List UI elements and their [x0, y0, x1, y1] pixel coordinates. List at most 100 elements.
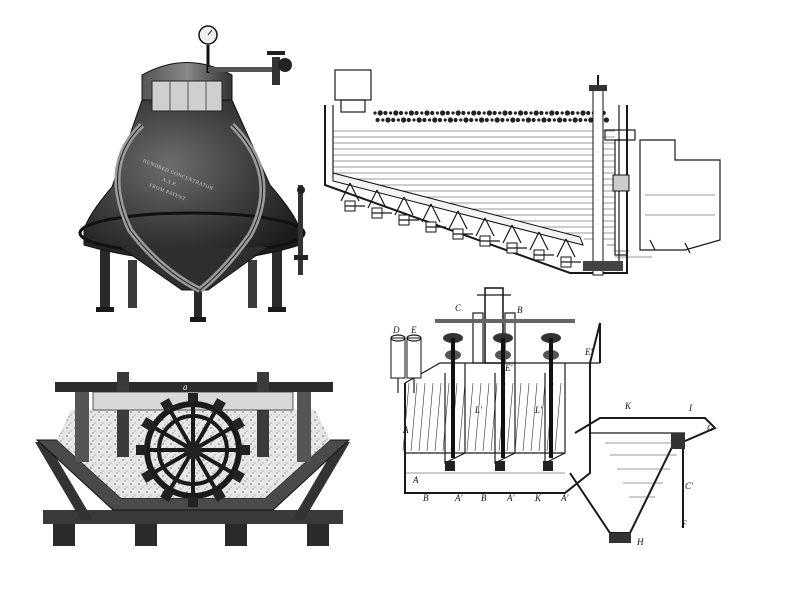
froth-bubble: [479, 117, 485, 123]
froth-bubble: [391, 117, 396, 123]
froth-bubble: [471, 110, 477, 116]
froth-bubble: [560, 111, 564, 115]
froth-bubble: [549, 110, 555, 116]
tank-hatch-line: [506, 382, 514, 452]
froth-bubble: [500, 117, 505, 123]
froth-bubble: [508, 110, 513, 116]
tank-hatch-line: [530, 382, 538, 452]
froth-bubble: [547, 117, 552, 123]
patent-label: A': [454, 493, 463, 503]
tank-hatch-line: [554, 382, 562, 452]
agitation-tank: [404, 322, 601, 494]
wheel-spoke: [152, 425, 188, 448]
froth-bubble: [440, 110, 446, 116]
froth-bubble: [385, 117, 391, 123]
froth-bubble: [515, 117, 521, 123]
froth-bubble: [482, 111, 486, 115]
tank-hatch-line: [418, 382, 426, 452]
froth-bubble: [523, 110, 528, 116]
froth-bubble: [603, 117, 609, 123]
spigot-arm: [529, 231, 549, 251]
concentrator-sight-glass: [151, 80, 223, 112]
paddle-label-a: a: [183, 382, 188, 392]
froth-bubble: [408, 110, 414, 116]
overflow-column: [589, 75, 636, 276]
froth-bubble: [430, 110, 435, 116]
patent-label: A': [506, 493, 515, 503]
froth-bubble: [539, 110, 544, 116]
concentrator-legs: [96, 250, 286, 322]
patent-label: K: [534, 493, 542, 503]
wheel-paddle: [188, 393, 198, 403]
froth-bubble: [453, 117, 458, 123]
froth-bubble: [557, 117, 563, 123]
spigot-arm: [340, 182, 360, 202]
froth-bubble: [486, 110, 492, 116]
wheel-paddle: [160, 488, 174, 502]
spigot-arm: [475, 217, 495, 237]
wheel-paddle: [231, 469, 245, 483]
froth-bubble: [568, 118, 572, 122]
tank-hatch-line: [538, 382, 546, 452]
wheel-spoke: [152, 452, 188, 475]
wheel-spoke: [198, 425, 234, 448]
patent-label: C: [455, 303, 462, 313]
froth-bubble: [437, 117, 443, 123]
pressure-gauge: [198, 25, 218, 73]
froth-bubble: [445, 110, 450, 116]
spigot-arm: [556, 238, 576, 258]
tank-hatch-line: [426, 382, 434, 452]
tank-hatch-line: [474, 382, 482, 452]
froth-bubble: [484, 117, 489, 123]
froth-bubble: [396, 118, 400, 122]
froth-bubble: [447, 117, 453, 123]
spigot-arm: [367, 189, 387, 209]
wheel-paddle: [212, 398, 226, 412]
froth-bubble: [476, 110, 482, 116]
froth-bubble: [451, 111, 455, 115]
froth-bubble: [406, 117, 411, 123]
patent-label: A': [560, 493, 569, 503]
froth-bubble: [401, 117, 407, 123]
froth-bubble: [537, 118, 541, 122]
patent-label: L': [474, 405, 483, 415]
motor-pulleys: [435, 319, 575, 458]
froth-bubble: [531, 117, 536, 123]
wheel-paddle: [188, 497, 198, 507]
froth-bubble: [416, 117, 422, 123]
froth-bubble: [564, 110, 570, 116]
froth-bubble: [554, 110, 560, 116]
wheel-paddle: [212, 488, 226, 502]
tank-hatch-line: [522, 382, 530, 452]
froth-bubble: [398, 110, 404, 116]
valve-pipe: [208, 51, 292, 85]
froth-bubble: [518, 110, 524, 116]
svg-text:A.S.P.: A.S.P.: [161, 178, 177, 188]
tank-hatch-line: [442, 382, 450, 452]
patent-label: A: [412, 475, 419, 485]
froth-bubble: [469, 117, 474, 123]
patent-label: C': [685, 481, 694, 491]
patent-label: L': [534, 405, 543, 415]
paddle-wheel-machine: a: [35, 372, 351, 546]
froth-bubble: [463, 117, 469, 123]
patent-label: K: [624, 401, 632, 411]
froth-bubble: [377, 110, 383, 116]
patent-label: F: [680, 519, 687, 529]
froth-bubble: [428, 118, 432, 122]
paddle-wheel: [136, 393, 250, 507]
patent-label: I: [688, 403, 693, 413]
conical-concentrator-drawing: HUNDRED CONCENTRATOR A.S.P. FROM PATENT: [78, 25, 308, 322]
froth-bubble: [533, 110, 539, 116]
froth-bubble: [375, 117, 380, 123]
patent-label: A: [402, 425, 409, 435]
spigot-arm: [421, 203, 441, 223]
spigot-arm: [448, 210, 468, 230]
froth-bubble: [414, 110, 419, 116]
feed-chute: [334, 69, 372, 113]
froth-bubble: [420, 111, 424, 115]
patent-label: B: [423, 493, 429, 503]
machine-base-frame: [35, 442, 350, 546]
